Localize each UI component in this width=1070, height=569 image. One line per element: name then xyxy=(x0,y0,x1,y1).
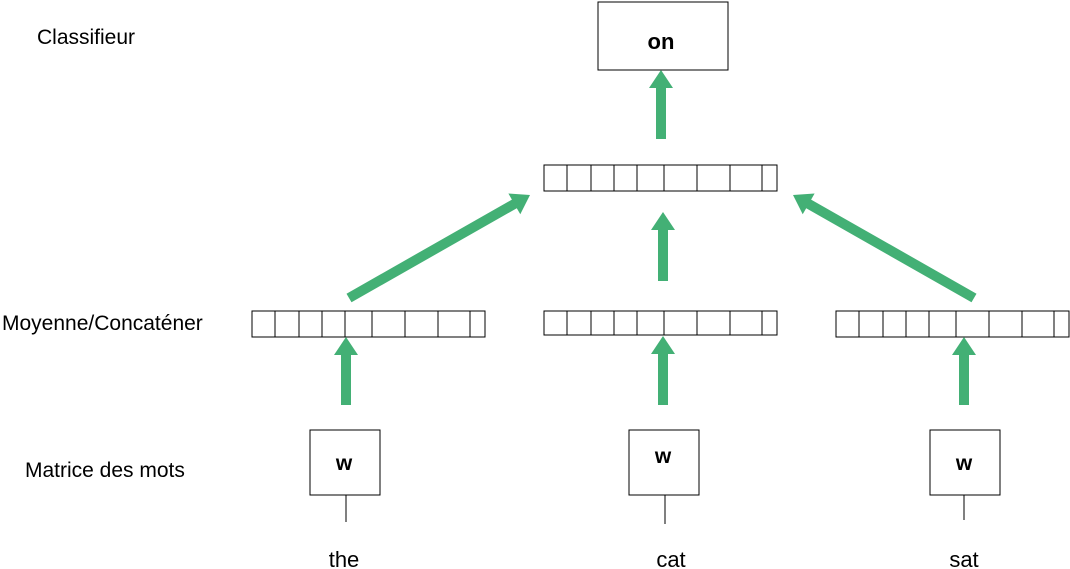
arrow-to-classifier xyxy=(649,70,673,139)
classifier-label: Classifieur xyxy=(37,26,135,49)
matrix-symbol-the: w xyxy=(335,452,353,475)
word-matrix-box-sat: w xyxy=(929,429,1001,496)
word-vector-cat-frame xyxy=(543,310,778,336)
combine-label: Moyenne/Concaténer xyxy=(2,312,203,335)
arrow-the-combine xyxy=(346,193,530,303)
word-vector-sat-frame xyxy=(835,310,1070,338)
matrix-symbol-cat: w xyxy=(654,445,672,468)
word-vector-sat xyxy=(835,310,1070,338)
combined-vector-frame xyxy=(543,164,778,192)
word-the: the xyxy=(329,547,360,569)
arrow-cat-up xyxy=(651,336,675,405)
word-vector-the-frame xyxy=(251,310,486,338)
word-matrix-box-the: w xyxy=(309,429,381,496)
word-vector-the xyxy=(251,310,486,338)
word-matrix-label: Matrice des mots xyxy=(25,459,185,482)
output-label: on xyxy=(648,29,675,54)
word-sat: sat xyxy=(949,547,978,569)
arrow-the-up xyxy=(334,337,358,405)
combined-vector xyxy=(543,164,778,192)
output-box: on xyxy=(597,1,729,71)
matrix-symbol-sat: w xyxy=(955,452,973,475)
arrows xyxy=(334,70,977,405)
arrow-sat-combine xyxy=(793,193,977,303)
word-matrix-box-cat: w xyxy=(628,429,700,496)
word-vector-cat xyxy=(543,310,778,336)
arrow-sat-up xyxy=(952,337,976,405)
arrow-cat-combine xyxy=(651,212,675,281)
word-cat: cat xyxy=(656,547,685,569)
